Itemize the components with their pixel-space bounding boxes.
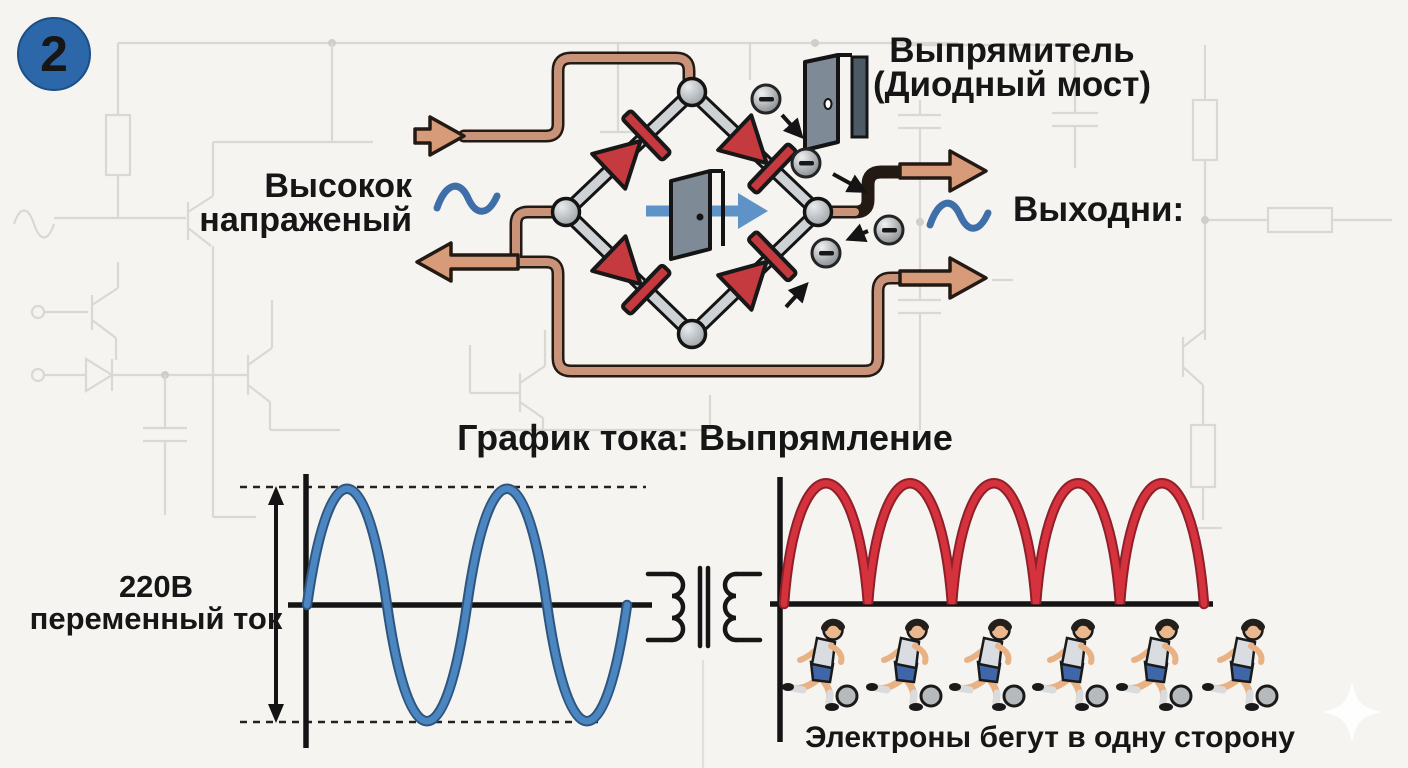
ac-input-chart <box>240 474 652 748</box>
sine-wave <box>303 485 631 725</box>
exit-door-icon <box>803 53 869 152</box>
diode-bridge <box>550 76 834 350</box>
wire-output-top <box>811 165 957 219</box>
output-arrow-bottom-icon <box>898 256 988 300</box>
step-badge: 2 <box>17 17 91 91</box>
ac-wave-icons <box>433 182 992 232</box>
voltage-label-line2: переменный ток <box>30 601 283 636</box>
ac-wave-output-icon <box>926 199 992 232</box>
ac-wave-input-icon <box>433 182 501 215</box>
bridge-node-bottom <box>676 318 708 350</box>
input-label-line1: Высокок <box>264 167 413 205</box>
return-arrow-icon <box>415 241 520 283</box>
step-badge-number: 2 <box>40 26 68 82</box>
copper-arrows <box>413 115 988 300</box>
electrons <box>750 83 905 309</box>
input-label-line2: напраженый <box>199 201 412 239</box>
electron-motion-arrows <box>780 113 869 309</box>
transformer-icon <box>645 565 763 649</box>
rectified-output-chart <box>770 477 1213 742</box>
output-arrow-top-icon <box>898 149 988 193</box>
bridge-node-top <box>676 76 708 108</box>
rectified-wave <box>780 480 1208 608</box>
voltage-label-line1: 220В <box>119 569 193 604</box>
faint-circuit-schematic <box>12 39 1392 768</box>
bridge-node-right <box>802 196 834 228</box>
rectifier-title-line2: (Диодный мост) <box>873 65 1151 104</box>
sparkle-icon <box>1322 682 1382 742</box>
electrons-caption: Электроны бегут в одну сторону <box>805 721 1295 754</box>
bridge-node-left <box>550 196 582 228</box>
graph-title: График тока: Выпрямление <box>457 417 953 458</box>
output-label: Выходни: <box>1013 190 1184 229</box>
rectifier-title-line1: Выпрямитель <box>889 31 1134 70</box>
center-door-icon <box>669 169 725 261</box>
copper-wires <box>445 51 957 378</box>
input-arrow-icon <box>413 115 466 157</box>
